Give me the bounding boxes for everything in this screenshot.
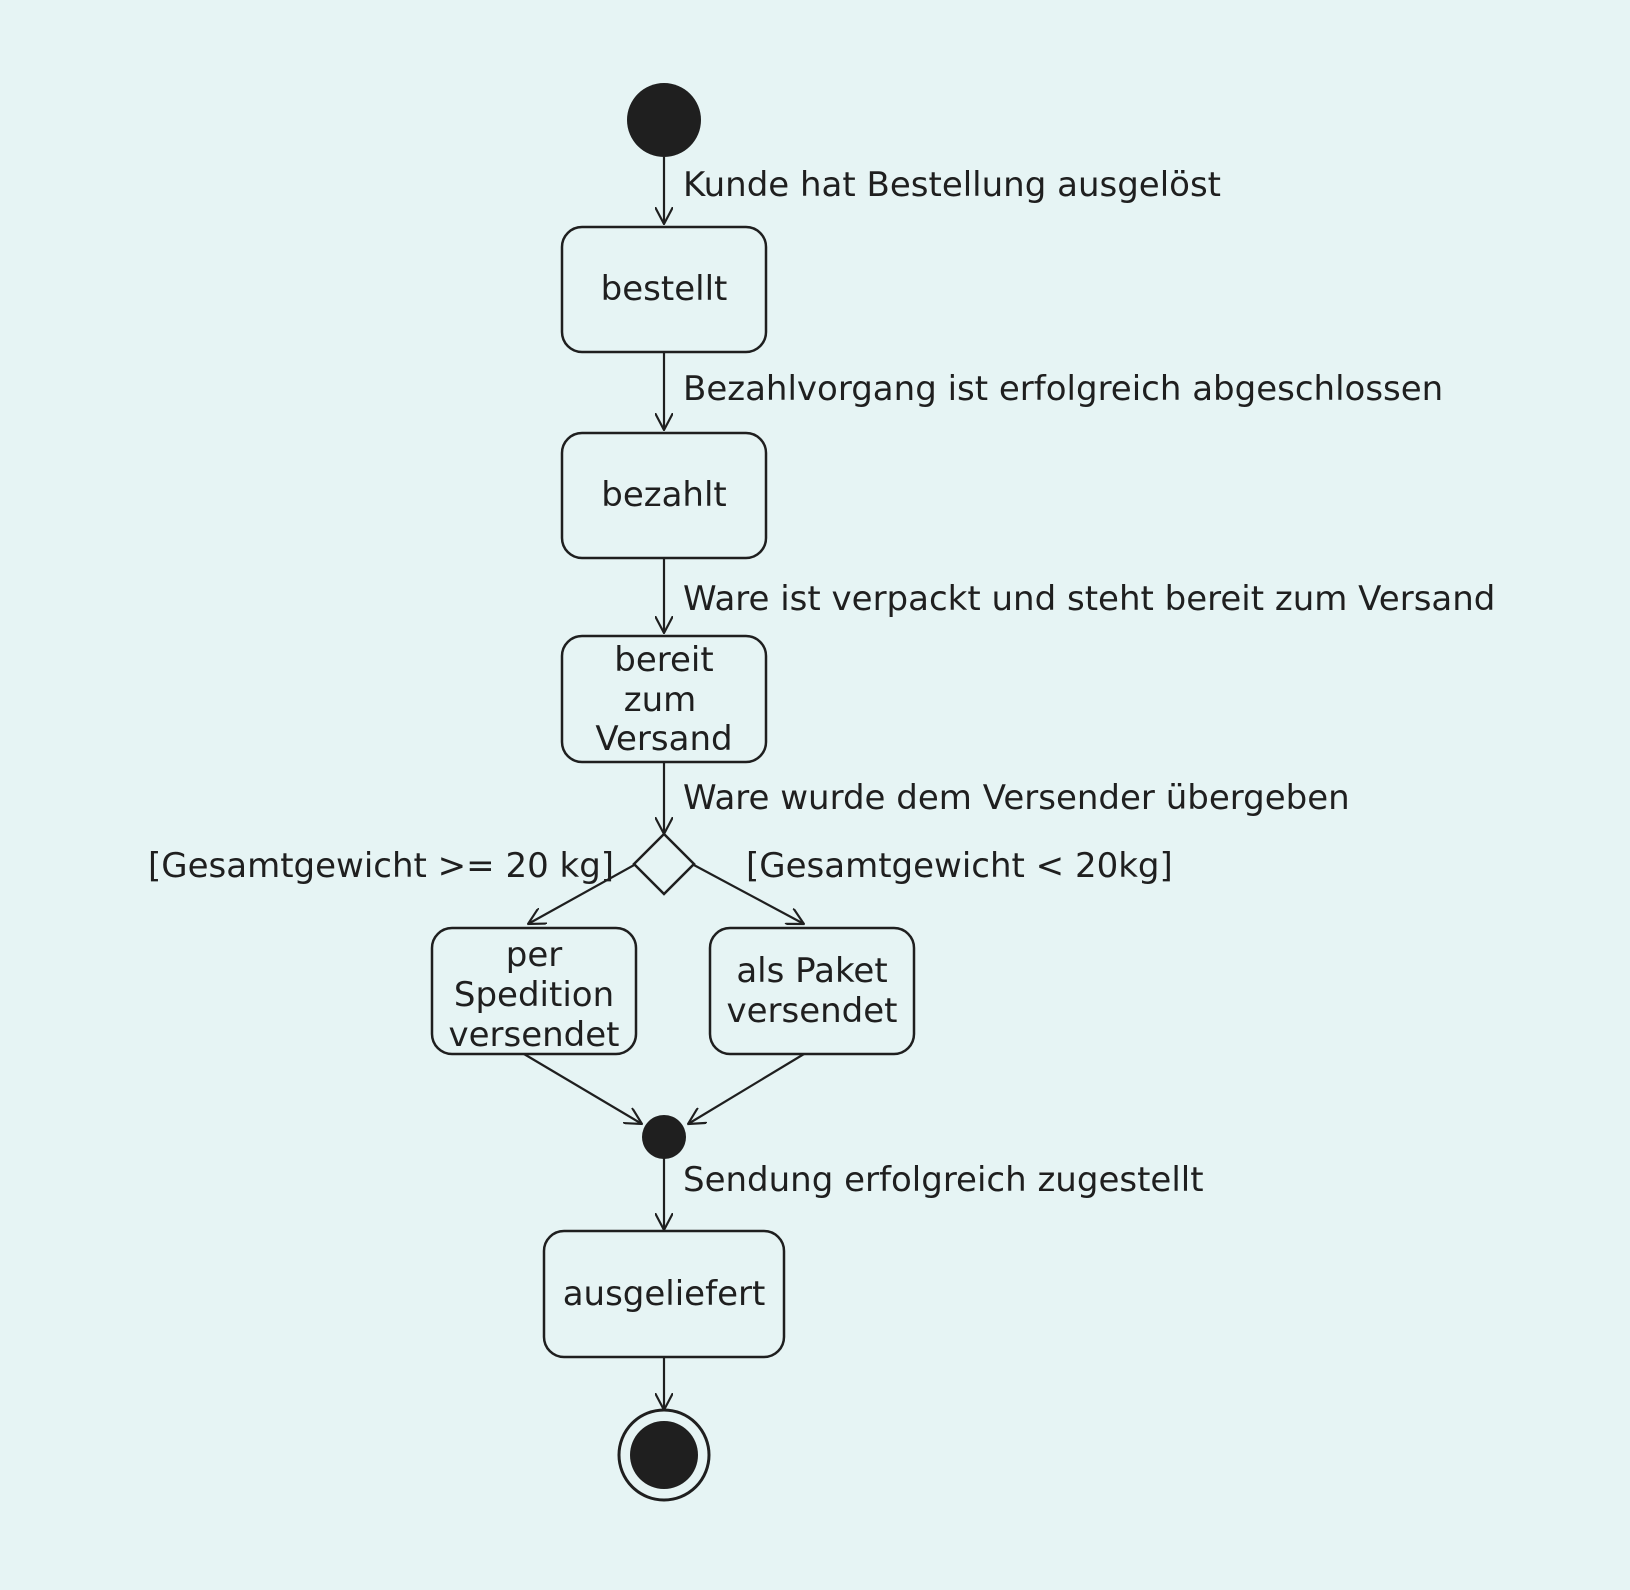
transition-label-sendung-zugestellt: Sendung erfolgreich zugestellt xyxy=(683,1160,1204,1200)
guard-label-light: [Gesamtgewicht < 20kg] xyxy=(746,846,1173,886)
initial-state xyxy=(627,83,701,157)
state-label: ausgeliefert xyxy=(563,1274,766,1314)
state-label: bestellt xyxy=(601,269,728,309)
state-label-line: bereit xyxy=(614,640,713,680)
state-label-line: per xyxy=(506,935,563,975)
transition-label-bezahlvorgang: Bezahlvorgang ist erfolgreich abgeschlos… xyxy=(683,369,1443,409)
state-ausgeliefert: ausgeliefert xyxy=(542,1229,786,1359)
state-label-line: versendet xyxy=(726,991,897,1031)
state-label-line: Versand xyxy=(595,719,732,759)
transition-label-kunde: Kunde hat Bestellung ausgelöst xyxy=(683,165,1221,205)
final-state-core xyxy=(630,1421,698,1489)
transition-label-ware-verpackt: Ware ist verpackt und steht bereit zum V… xyxy=(683,579,1495,619)
state-label-line: Spedition xyxy=(454,975,614,1015)
transition-decision-to-paket xyxy=(691,863,804,924)
state-label-line: zum xyxy=(624,680,697,720)
transition-paket-to-merge xyxy=(688,1053,805,1124)
transition-label-ware-uebergeben: Ware wurde dem Versender übergeben xyxy=(683,778,1350,818)
transition-spedition-to-merge xyxy=(523,1053,642,1124)
transition-decision-to-spedition xyxy=(528,863,637,924)
guard-label-heavy: [Gesamtgewicht >= 20 kg] xyxy=(148,846,614,886)
state-label-line: versendet xyxy=(448,1015,619,1055)
state-bezahlt: bezahlt xyxy=(560,431,768,560)
decision-node xyxy=(632,832,696,896)
state-bereit-zum-versand: bereit zum Versand xyxy=(560,634,768,764)
state-per-spedition-versendet: per Spedition versendet xyxy=(430,926,638,1056)
state-als-paket-versendet: als Paket versendet xyxy=(708,926,916,1056)
state-label: bezahlt xyxy=(601,475,727,515)
junction-node xyxy=(642,1115,686,1159)
state-bestellt: bestellt xyxy=(560,225,768,354)
state-label-line: als Paket xyxy=(736,951,887,991)
